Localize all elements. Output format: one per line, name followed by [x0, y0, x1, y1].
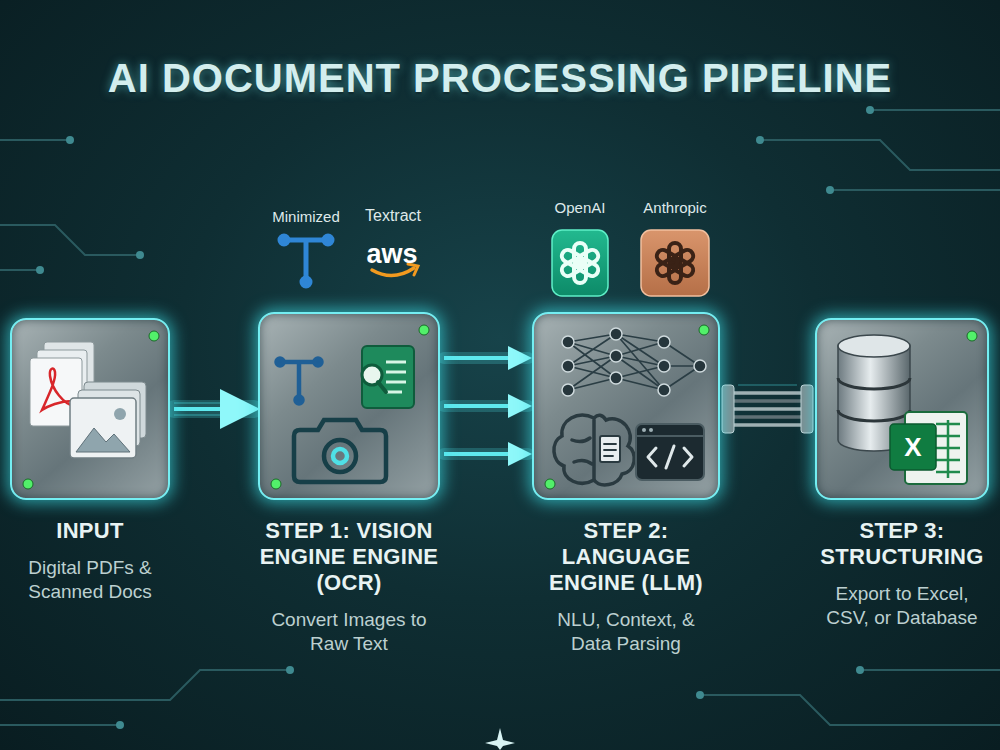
logo-caption: Minimized [272, 208, 340, 225]
doc-search-icon [362, 346, 414, 408]
stage-heading: INPUT [5, 518, 175, 544]
minimized-logo [280, 236, 332, 286]
ocr-t-icon [277, 359, 322, 404]
brain-icon [554, 415, 634, 485]
stage-description: NLU, Context, & Data Parsing [541, 608, 711, 656]
logo-caption: Textract [365, 207, 421, 225]
metal-panel [10, 318, 170, 500]
cable-connector [722, 385, 813, 433]
openai-logo [552, 230, 608, 296]
database-icon [838, 335, 910, 451]
connector [444, 406, 528, 407]
excel-letter: X [904, 432, 921, 463]
metal-panel [258, 312, 440, 500]
aws-wordmark: aws [366, 239, 417, 270]
connector [444, 454, 528, 455]
diagram-title: AI DOCUMENT PROCESSING PIPELINE [0, 56, 1000, 101]
logo-caption: OpenAI [555, 199, 606, 216]
excel-icon [890, 412, 967, 484]
stage-heading: STEP 3: STRUCTURING [814, 518, 990, 570]
image-pages [70, 382, 146, 458]
pipeline-stage: STEP 3: STRUCTURING Export to Excel, CSV,… [814, 318, 990, 630]
stage-description: Convert Images to Raw Text [269, 608, 429, 656]
neural-network-icon [562, 328, 706, 396]
metal-panel [815, 318, 989, 500]
code-window-icon [636, 424, 704, 480]
pipeline-stage: STEP 1: VISION ENGINE ENGINE (OCR) Conver… [254, 312, 444, 656]
connector [174, 403, 254, 415]
stage-description: Export to Excel, CSV, or Database [814, 582, 990, 630]
status-led [23, 325, 977, 489]
stage-heading: STEP 1: VISION ENGINE ENGINE (OCR) [254, 518, 444, 596]
stage-description: Digital PDFs & Scanned Docs [15, 556, 165, 604]
camera-icon [294, 420, 386, 482]
pipeline-stage: STEP 2: LANGUAGE ENGINE (LLM) NLU, Contex… [531, 312, 721, 656]
pipeline-stage: INPUT Digital PDFs & Scanned Docs [5, 318, 175, 604]
logo-caption: Anthropic [643, 199, 706, 216]
pdf-pages [30, 342, 94, 426]
stage-heading: STEP 2: LANGUAGE ENGINE (LLM) [531, 518, 721, 596]
metal-panel [532, 312, 720, 500]
connector [444, 358, 528, 359]
anthropic-logo [641, 230, 709, 296]
